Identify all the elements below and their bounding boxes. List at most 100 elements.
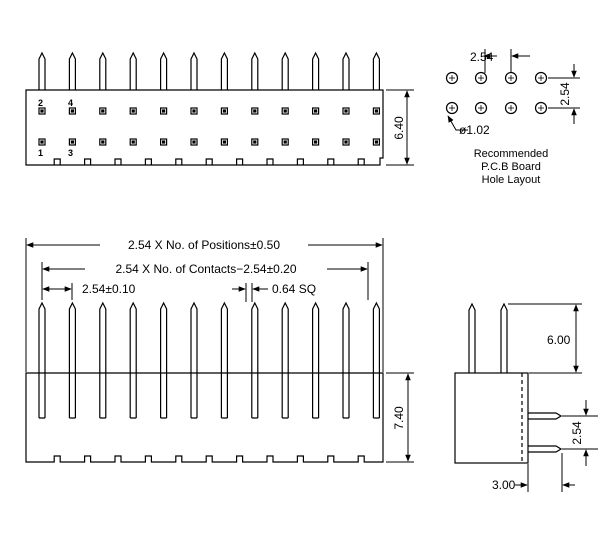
top-pad-lower <box>372 138 380 146</box>
top-pad-lower <box>190 138 198 146</box>
body-height-value: 7.40 <box>392 406 406 430</box>
side-pin-left <box>468 302 476 373</box>
front-pin-lower <box>99 373 107 419</box>
side-view-body <box>454 372 529 464</box>
top-pin <box>220 51 228 90</box>
front-pin-lower <box>68 373 76 419</box>
top-pad-dot <box>192 140 196 144</box>
pcb-hole <box>504 101 518 115</box>
top-pad-lower <box>342 138 350 146</box>
body-height-dimension <box>386 372 414 463</box>
front-pin-lower <box>220 373 228 419</box>
top-pad-upper <box>129 107 137 115</box>
front-pin-lower <box>129 373 137 419</box>
top-pad-upper <box>251 107 259 115</box>
pin-number-1: 1 <box>38 148 43 158</box>
side-width-value: 3.00 <box>492 478 516 492</box>
front-pitch-value: 2.54±0.10 <box>82 282 136 296</box>
contacts-length-value: 2.54 X No. of Contacts−2.54±0.20 <box>115 262 296 276</box>
top-pad-dot <box>131 140 135 144</box>
top-pad-dot <box>253 140 257 144</box>
top-height-value: 6.40 <box>392 116 406 140</box>
top-pad-lower <box>129 138 137 146</box>
front-view-body <box>25 372 384 463</box>
top-view-body <box>25 89 384 166</box>
front-pin-upper <box>190 301 198 373</box>
top-pad-dot <box>40 140 44 144</box>
top-pin <box>342 51 350 90</box>
top-pad-dot <box>40 109 44 113</box>
top-pad-dot <box>314 109 318 113</box>
pcb-hole <box>445 71 459 85</box>
front-pin-lower <box>160 373 168 419</box>
top-height-dimension <box>386 89 414 166</box>
top-pad-dot <box>162 140 166 144</box>
top-pad-upper <box>372 107 380 115</box>
top-pad-lower <box>312 138 320 146</box>
top-pin <box>129 51 137 90</box>
front-pin-upper <box>129 301 137 373</box>
top-pin <box>251 51 259 90</box>
hole-diameter-value: ø1.02 <box>459 123 490 137</box>
top-view <box>25 51 384 166</box>
front-pin-upper <box>38 301 46 373</box>
pcb-hole <box>445 101 459 115</box>
top-pin <box>190 51 198 90</box>
pin-number-3: 3 <box>68 148 73 158</box>
side-pitch-dimension <box>562 400 598 466</box>
side-width-dimension <box>515 453 575 492</box>
top-pin <box>68 51 76 90</box>
pcb-hole <box>534 101 548 115</box>
pin-number-4: 4 <box>68 98 73 108</box>
pcb-pitch-v-dimension <box>548 64 580 124</box>
top-pad-dot <box>344 109 348 113</box>
front-view <box>25 301 384 463</box>
top-pin <box>160 51 168 90</box>
top-pad-dot <box>101 140 105 144</box>
pcb-caption-line2: P.C.B Board <box>481 161 541 173</box>
top-pad-lower <box>160 138 168 146</box>
total-length-value: 2.54 X No. of Positions±0.50 <box>128 238 280 252</box>
front-pin-upper <box>342 301 350 373</box>
top-pad-dot <box>374 109 378 113</box>
side-pin-upper <box>528 412 563 420</box>
top-pad-upper <box>38 107 46 115</box>
top-pin <box>281 51 289 90</box>
top-pad-lower <box>38 138 46 146</box>
top-pad-dot <box>101 109 105 113</box>
top-pad-lower <box>220 138 228 146</box>
top-pad-upper <box>68 107 77 115</box>
top-pad-dot <box>344 140 348 144</box>
pcb-pitch-h-dimension <box>483 49 530 73</box>
front-view-pins <box>38 301 380 419</box>
side-view <box>454 302 563 464</box>
pin-number-2: 2 <box>38 98 43 108</box>
top-pad-dot <box>192 109 196 113</box>
top-pad-dot <box>162 109 166 113</box>
pin-square-value: 0.64 SQ <box>272 282 316 296</box>
top-pad-upper <box>220 107 228 115</box>
side-pin-length-dimension <box>508 303 582 374</box>
pcb-caption-line3: Hole Layout <box>482 174 541 186</box>
top-view-pads <box>38 107 380 146</box>
top-pad-dot <box>222 140 226 144</box>
front-pin-lower <box>342 373 350 419</box>
pcb-pitch-h-value: 2.54 <box>470 50 494 64</box>
top-pad-lower <box>68 138 77 146</box>
top-pad-dot <box>222 109 226 113</box>
top-pin <box>99 51 107 90</box>
hole-dia-leader <box>447 115 468 131</box>
front-pin-lower <box>38 373 46 419</box>
side-pin-lower <box>528 445 563 453</box>
front-pin-lower <box>251 373 259 419</box>
front-pin-upper <box>372 301 380 373</box>
front-pin-upper <box>160 301 168 373</box>
front-pin-upper <box>220 301 228 373</box>
front-pin-upper <box>68 301 76 373</box>
top-pad-dot <box>131 109 135 113</box>
front-pitch-dimension <box>41 283 73 300</box>
front-pin-lower <box>312 373 320 419</box>
top-pin <box>312 51 320 90</box>
top-pin <box>38 51 46 90</box>
